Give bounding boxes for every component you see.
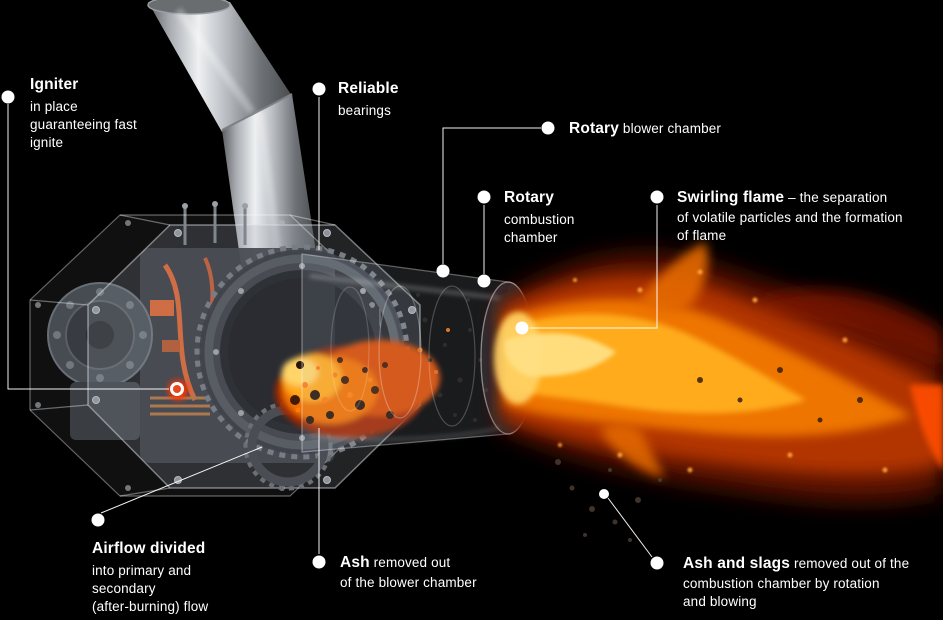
callout-swirling-flame-desc: – the separation of volatile particles a…	[677, 190, 903, 244]
callout-bearings-term: Reliable	[338, 80, 399, 97]
callout-igniter-desc: in place guaranteeing fast ignite	[30, 98, 137, 151]
callout-ash-and-slags-desc: removed out of the combustion chamber by…	[683, 556, 910, 610]
callout-bearings-desc: bearings	[338, 102, 391, 118]
callout-swirling-flame-term: Swirling flame	[677, 189, 785, 206]
callout-combustion-chamber-term: Rotary	[504, 189, 554, 206]
callout-blower-chamber-term: Rotary	[569, 120, 619, 137]
callout-blower-chamber: Rotary blower chamber	[569, 119, 799, 140]
callout-ash-and-slags-term: Ash and slags	[683, 555, 791, 572]
callout-ash-term: Ash	[340, 554, 370, 571]
flame	[494, 242, 943, 542]
callout-airflow-desc: into primary and secondary (after-burnin…	[92, 562, 209, 615]
callout-combustion-chamber: Rotary combustion chamber	[504, 188, 634, 247]
callout-igniter: Igniter in place guaranteeing fast ignit…	[30, 75, 190, 153]
callout-igniter-term: Igniter	[30, 76, 79, 93]
callout-swirling-flame: Swirling flame – the separation of volat…	[677, 188, 941, 245]
callout-ash-desc: removed out of the blower chamber	[340, 555, 477, 590]
callout-airflow-term: Airflow divided	[92, 540, 206, 557]
callout-combustion-chamber-desc: combustion chamber	[504, 211, 575, 246]
burning-pellets	[290, 357, 394, 424]
pellet-fire	[275, 293, 488, 438]
callout-ash-and-slags: Ash and slags removed out of the combust…	[683, 554, 941, 611]
callout-bearings: Reliable bearings	[338, 79, 458, 120]
callout-ash: Ash removed out of the blower chamber	[340, 553, 520, 592]
igniter-glow	[168, 380, 188, 400]
callout-airflow: Airflow divided into primary and seconda…	[92, 539, 262, 617]
flame-char-particles	[697, 367, 863, 423]
swirling-particles	[416, 293, 488, 422]
callout-blower-chamber-desc: blower chamber	[622, 121, 722, 136]
